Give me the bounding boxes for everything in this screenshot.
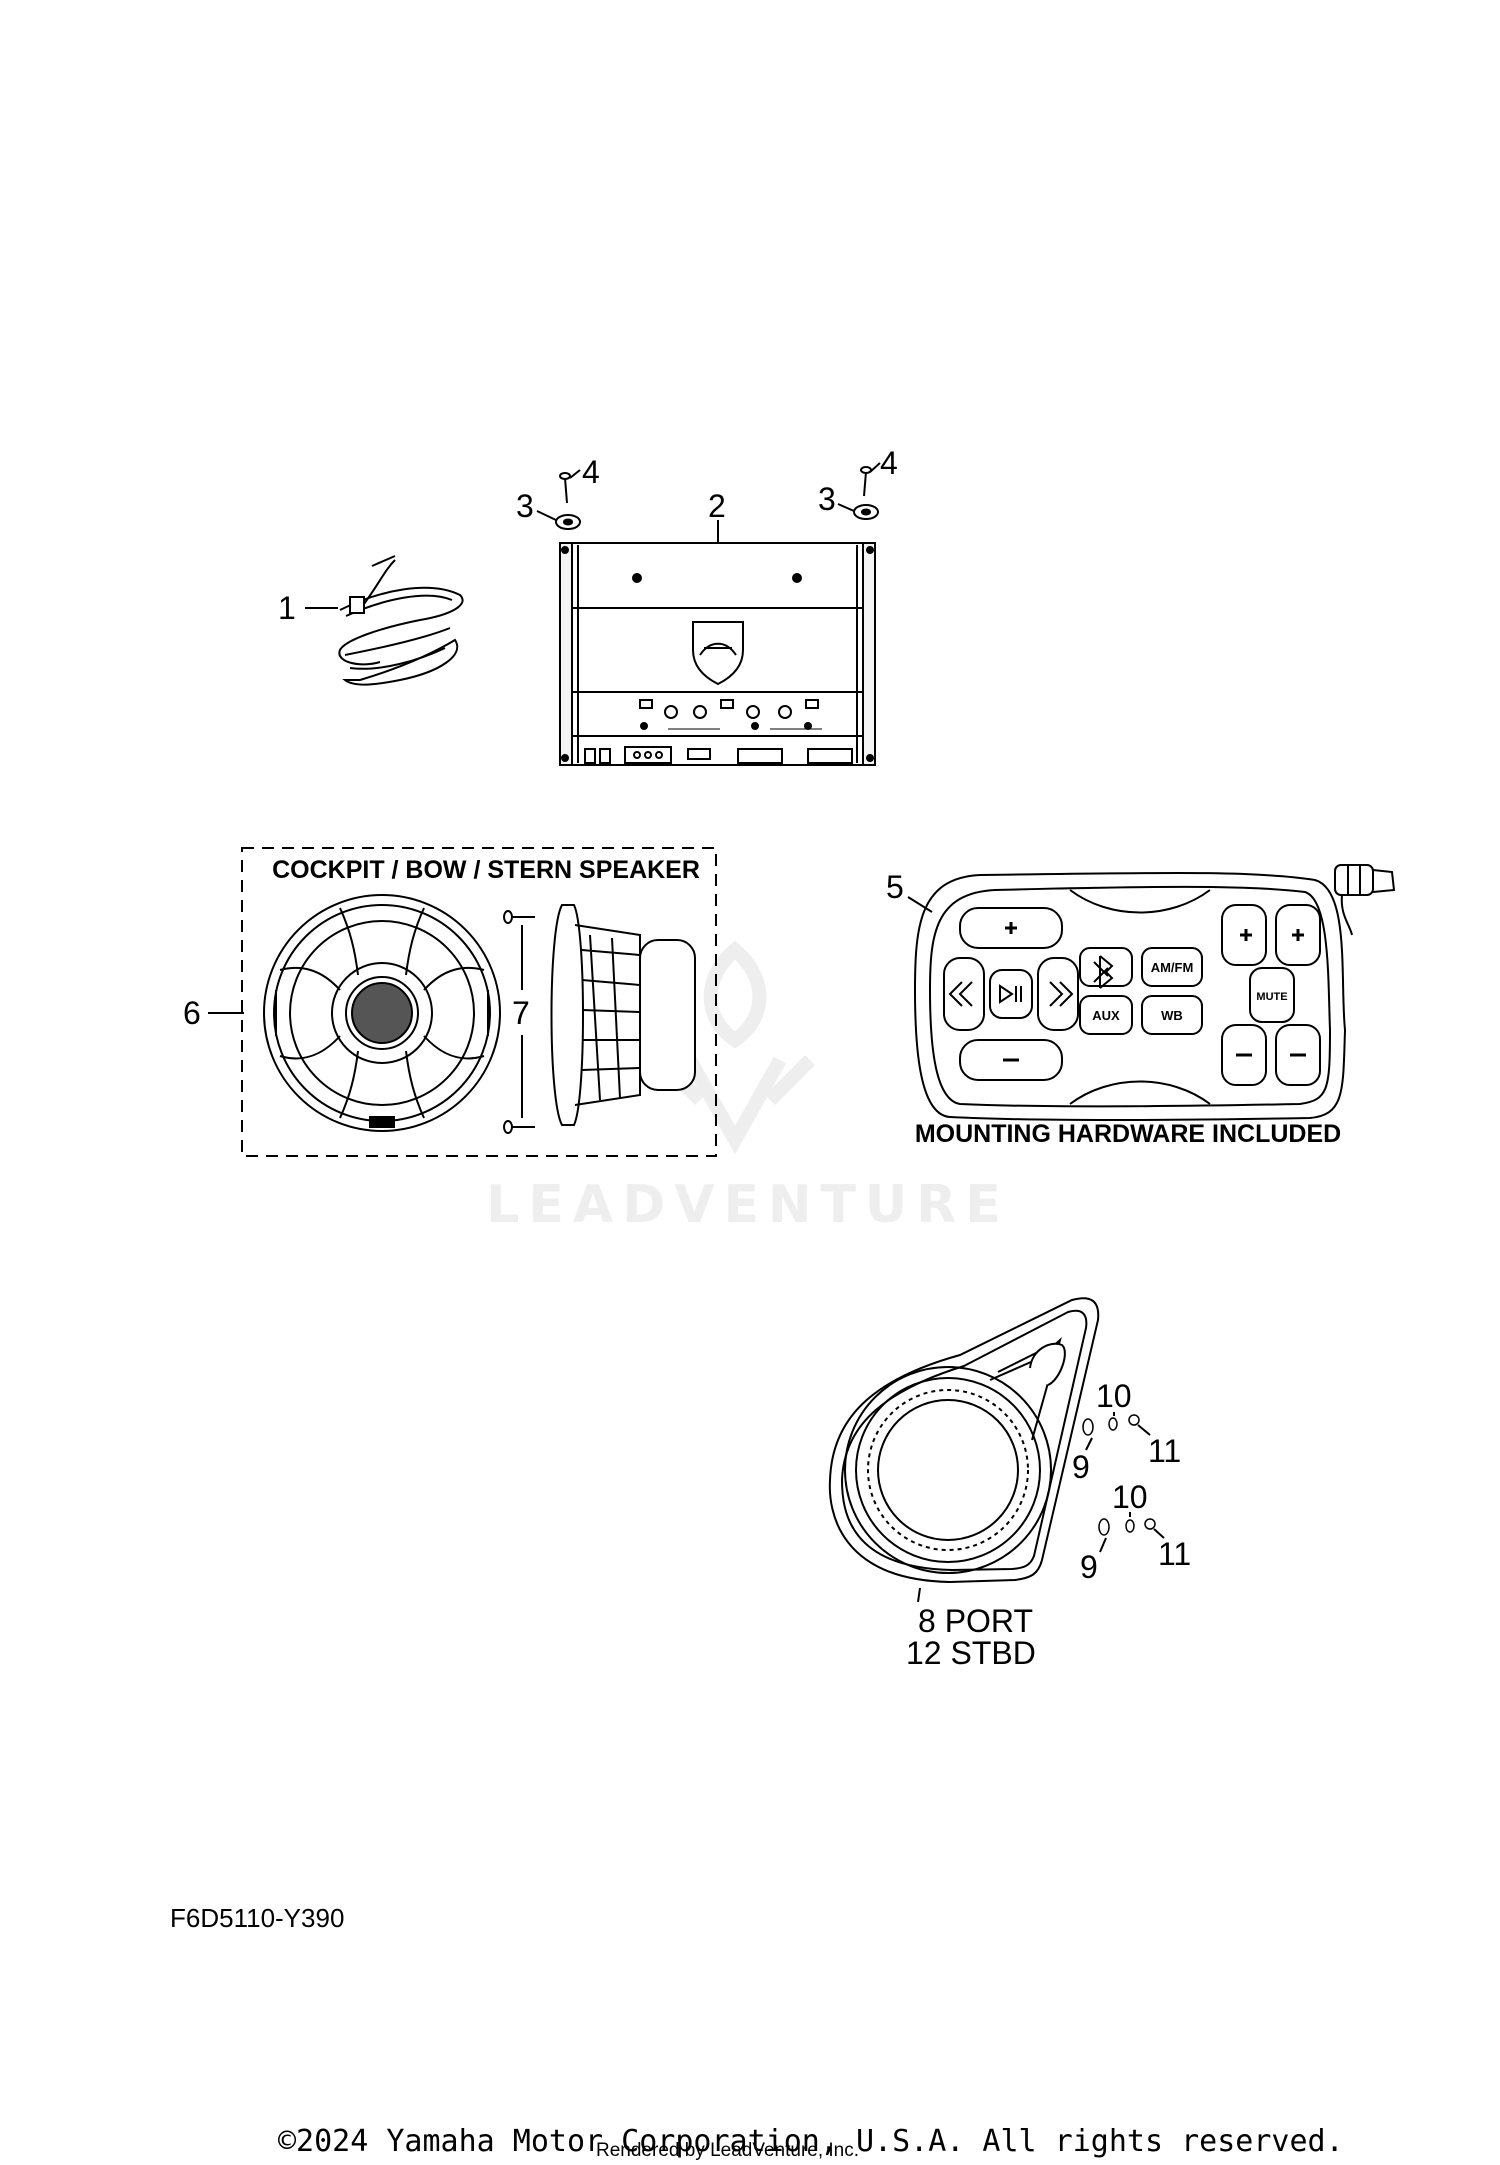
callout-9-upper: 9: [1072, 1449, 1090, 1485]
part-7-speaker-screws: [503, 910, 535, 1134]
remote-aux-button: [1079, 995, 1133, 1035]
part-6-speaker-side-profile: [550, 904, 696, 1126]
part-6-speaker-front: [263, 894, 501, 1132]
remote-cable-connector: [1334, 864, 1374, 896]
remote-am-fm-button: [1141, 947, 1203, 987]
callout-11-upper: 11: [1148, 1433, 1181, 1469]
remote-previous-button: [943, 957, 985, 1031]
remote-mute-label: MUTE: [1256, 991, 1287, 1003]
part-5-remote-control: [913, 864, 1396, 1122]
remote-wb-button: [1141, 995, 1203, 1035]
callout-7: 7: [512, 995, 530, 1031]
remote-am-fm-label: AM/FM: [1151, 960, 1194, 975]
part-11-nut-lower: [1144, 1518, 1156, 1530]
fast-forward-icon: [1049, 981, 1074, 1007]
rendered-by-credit: Rendered by LeadVenture, Inc.: [596, 2140, 860, 2161]
amplifier-terminal-blocks: [584, 746, 853, 764]
remote-wb-label: WB: [1161, 1008, 1183, 1023]
amplifier-control-knobs: [639, 699, 819, 730]
callout-8: 8 PORT: [918, 1603, 1033, 1639]
part-11-nut-upper: [1128, 1414, 1140, 1426]
callout-12: 12 STBD: [906, 1635, 1036, 1671]
part-9-washer-upper: [1082, 1418, 1094, 1436]
bluetooth-icon: [1093, 955, 1114, 989]
part-1-wire-harness: [338, 555, 464, 686]
callout-5: 5: [886, 869, 904, 905]
callout-3-right: 3: [818, 481, 836, 517]
callout-10-upper: 10: [1096, 1378, 1132, 1414]
plus-icon-right: [1240, 929, 1304, 941]
part-2-amplifier: [559, 542, 876, 766]
diagram-reference-code: F6D5110-Y390: [170, 1903, 344, 1933]
part-10-washer-upper: [1108, 1417, 1118, 1431]
speaker-group-dashed-box: [241, 847, 717, 1157]
callout-6: 6: [183, 995, 201, 1031]
remote-mounting-caption: MOUNTING HARDWARE INCLUDED: [915, 1120, 1341, 1148]
callout-10-lower: 10: [1112, 1479, 1148, 1515]
part-9-washer-lower: [1098, 1518, 1110, 1536]
callout-4-left: 4: [582, 454, 600, 490]
callout-11-lower: 11: [1158, 1536, 1191, 1572]
part-10-washer-lower: [1125, 1519, 1135, 1533]
speaker-group-caption: COCKPIT / BOW / STERN SPEAKER: [272, 856, 700, 884]
remote-bluetooth-button: [1079, 947, 1133, 987]
remote-mute-button: [1249, 967, 1295, 1023]
callout-9-lower: 9: [1080, 1549, 1098, 1585]
callout-2: 2: [708, 488, 726, 524]
leadventure-watermark: LEADVENTURE: [486, 940, 1010, 1235]
rewind-icon: [948, 981, 973, 1007]
watermark-text: LEADVENTURE: [486, 1175, 1010, 1235]
amplifier-shield-logo-icon: [692, 621, 744, 686]
part-4-screw-left: [559, 472, 571, 504]
callout-1: 1: [278, 590, 296, 626]
part-8-12-speaker-pod: [828, 1297, 1100, 1584]
callout-4-right: 4: [880, 445, 898, 481]
plus-icon: [1005, 922, 1017, 934]
callout-3-left: 3: [516, 488, 534, 524]
remote-next-button: [1037, 957, 1079, 1031]
part-3-washer-left: [555, 514, 581, 530]
part-3-washer-right: [853, 504, 879, 520]
play-pause-icon: [999, 984, 1022, 1004]
copyright-notice: ©2024 Yamaha Motor Corporation, U.S.A. A…: [278, 2124, 1344, 2159]
remote-aux-label: AUX: [1092, 1008, 1120, 1023]
speaker-tweeter-grille: [351, 982, 413, 1044]
